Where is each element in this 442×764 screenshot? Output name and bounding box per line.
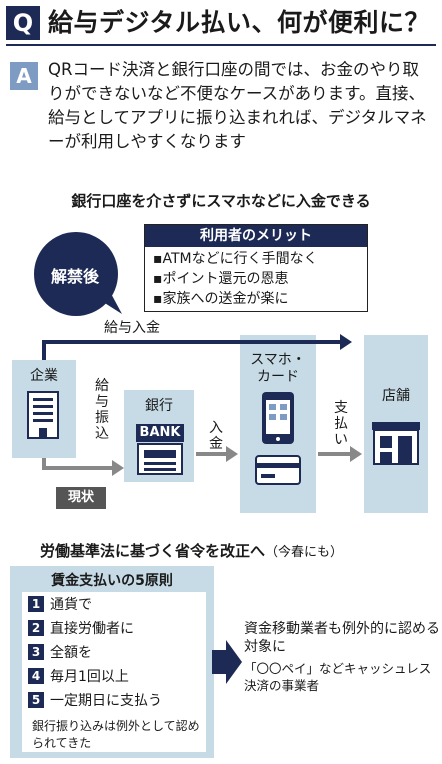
answer-text: QRコード決済と銀行口座の間では、お金のやり取りができないなど不便なケースがあり… (48, 60, 427, 151)
store-icon (372, 422, 420, 465)
merit-item: ▪ATMなどに行く手間なく (153, 251, 318, 267)
salary-deposit-arrow (42, 334, 352, 360)
building-icon (27, 391, 59, 439)
page-title: 給与デジタル払い、何が便利に？ (48, 8, 431, 37)
answer-badge: A (10, 62, 38, 90)
payment-arrow (318, 446, 362, 462)
merit-item: ▪家族への送金が楽に (153, 291, 289, 307)
deposit-arrow (196, 446, 238, 462)
company-label: 企業 (30, 368, 58, 384)
deposit-label: 入 金 (209, 420, 223, 452)
store-label: 店舗 (382, 388, 410, 404)
flow-diagram (12, 232, 428, 513)
after-lifting-label: 解禁後 (50, 267, 99, 286)
header-rule (6, 44, 436, 46)
question-badge: Q (6, 6, 40, 40)
principles-note: 銀行振り込みは例外として認められてきた (32, 719, 200, 750)
salary-deposit-label: 給与入金 (104, 320, 160, 336)
phone-card-label: スマホ・ カード (250, 352, 306, 385)
merit-title: 利用者のメリット (145, 225, 367, 247)
principles-title: 賃金支払いの5原則 (51, 573, 173, 589)
law-subtitle: 労働基準法に基づく省令を改正へ（今春にも） (40, 542, 344, 560)
current-status-badge: 現状 (56, 487, 106, 509)
cashless-operators-text: 「〇〇ペイ」などキャッシュレス決済の事業者 (244, 661, 432, 693)
card-icon (255, 455, 301, 485)
salary-transfer-arrow (42, 458, 124, 476)
bank-icon (136, 424, 184, 475)
speech-bubble (34, 232, 122, 316)
bank-label: 銀行 (145, 398, 173, 414)
diagram-subtitle: 銀行口座を介さずにスマホなどに入金できる (71, 192, 371, 210)
bank-sign: BANK (139, 425, 181, 440)
funds-transfer-text: 資金移動業者も例外的に認める対象に (244, 621, 440, 655)
payment-label: 支 払 い (334, 400, 348, 448)
merit-box: 利用者のメリット ▪ATMなどに行く手間なく ▪ポイント還元の恩恵 ▪家族への送… (144, 224, 368, 312)
arrow-right-icon (212, 640, 242, 684)
smartphone-icon (262, 392, 294, 444)
merit-item: ▪ポイント還元の恩恵 (153, 271, 289, 287)
salary-transfer-label: 給 与 振 込 (95, 378, 109, 442)
